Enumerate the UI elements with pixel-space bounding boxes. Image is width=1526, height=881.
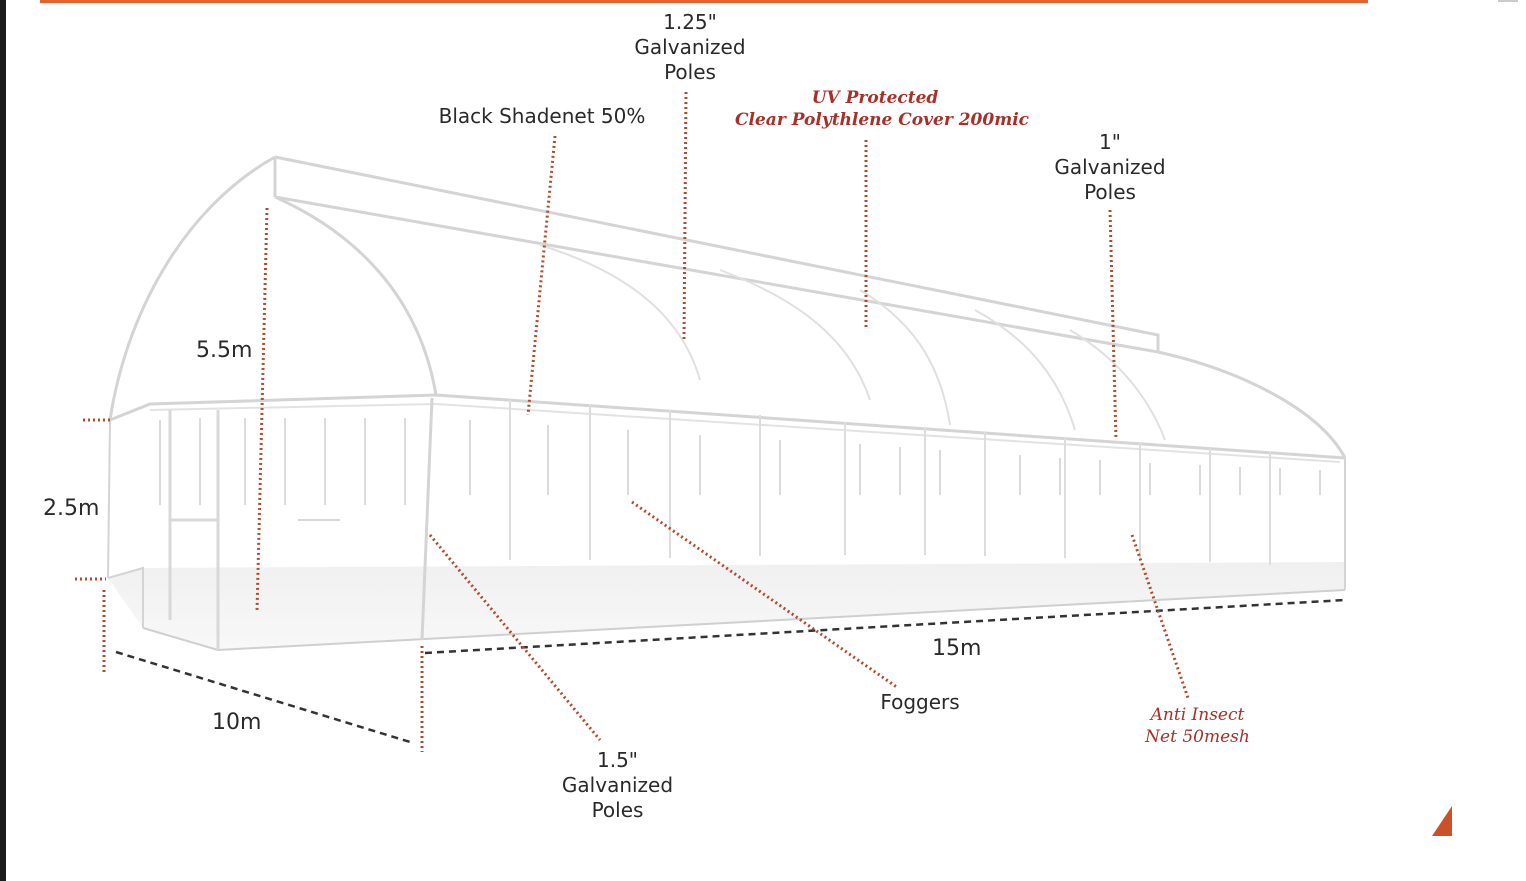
interior-arches (539, 244, 1166, 441)
label-anti-insect-line2: Net 50mesh (1145, 727, 1250, 747)
corner-triangle-mark (1432, 806, 1452, 836)
label-anti-insect: Anti Insect Net 50mesh (1130, 704, 1265, 748)
fogger-drops (159, 418, 1321, 505)
side-posts (509, 400, 1271, 565)
ridge-beam-top (274, 155, 1160, 352)
left-edge-strip (0, 0, 6, 881)
label-15-poles-material: Galvanized (561, 773, 674, 797)
label-1-poles-size: 1" (1099, 130, 1121, 154)
leader-lines (428, 91, 1190, 741)
dimension-length: 15m (932, 636, 982, 661)
label-uv-cover-line2: Clear Polythlene Cover 200mic (735, 110, 1029, 130)
label-1-poles-item: Poles (1084, 180, 1136, 204)
top-accent-rule (40, 0, 1368, 3)
back-arch (1157, 350, 1347, 459)
greenhouse-floor (108, 562, 1345, 650)
dimension-dash-lines (115, 598, 1346, 744)
label-125-poles-size: 1.25" (663, 10, 717, 34)
front-wall-left (107, 419, 111, 579)
label-anti-insect-line1: Anti Insect (1150, 705, 1245, 725)
dimension-guides (75, 207, 424, 752)
label-125-poles: 1.25" Galvanized Poles (610, 10, 770, 85)
label-uv-cover-line1: UV Protected (811, 88, 939, 108)
dimension-width: 10m (212, 710, 262, 735)
dimension-height-side: 2.5m (43, 496, 100, 521)
label-1-poles-material: Galvanized (1054, 155, 1166, 179)
label-15-poles-size: 1.5" (596, 748, 638, 772)
front-arch (108, 155, 276, 421)
label-125-poles-item: Poles (664, 60, 716, 84)
label-uv-cover: UV Protected Clear Polythlene Cover 200m… (735, 87, 1029, 131)
label-15-poles-item: Poles (591, 798, 644, 822)
top-right-mark (1498, 0, 1518, 2)
eave-beam-inner (149, 402, 1341, 463)
front-wall-base (107, 566, 144, 628)
ridge-beam-lower (274, 195, 1159, 354)
label-1-poles: 1" Galvanized Poles (1035, 130, 1185, 205)
inner-arch (274, 195, 438, 396)
corner-post (420, 397, 434, 641)
label-foggers: Foggers (880, 690, 960, 714)
label-shadenet: Black Shadenet 50% (438, 104, 646, 128)
label-125-poles-material: Galvanized (634, 35, 746, 59)
label-15-poles: 1.5" Galvanized Poles (540, 748, 695, 823)
eave-beam (109, 393, 1346, 460)
dimension-height-total: 5.5m (196, 338, 253, 363)
